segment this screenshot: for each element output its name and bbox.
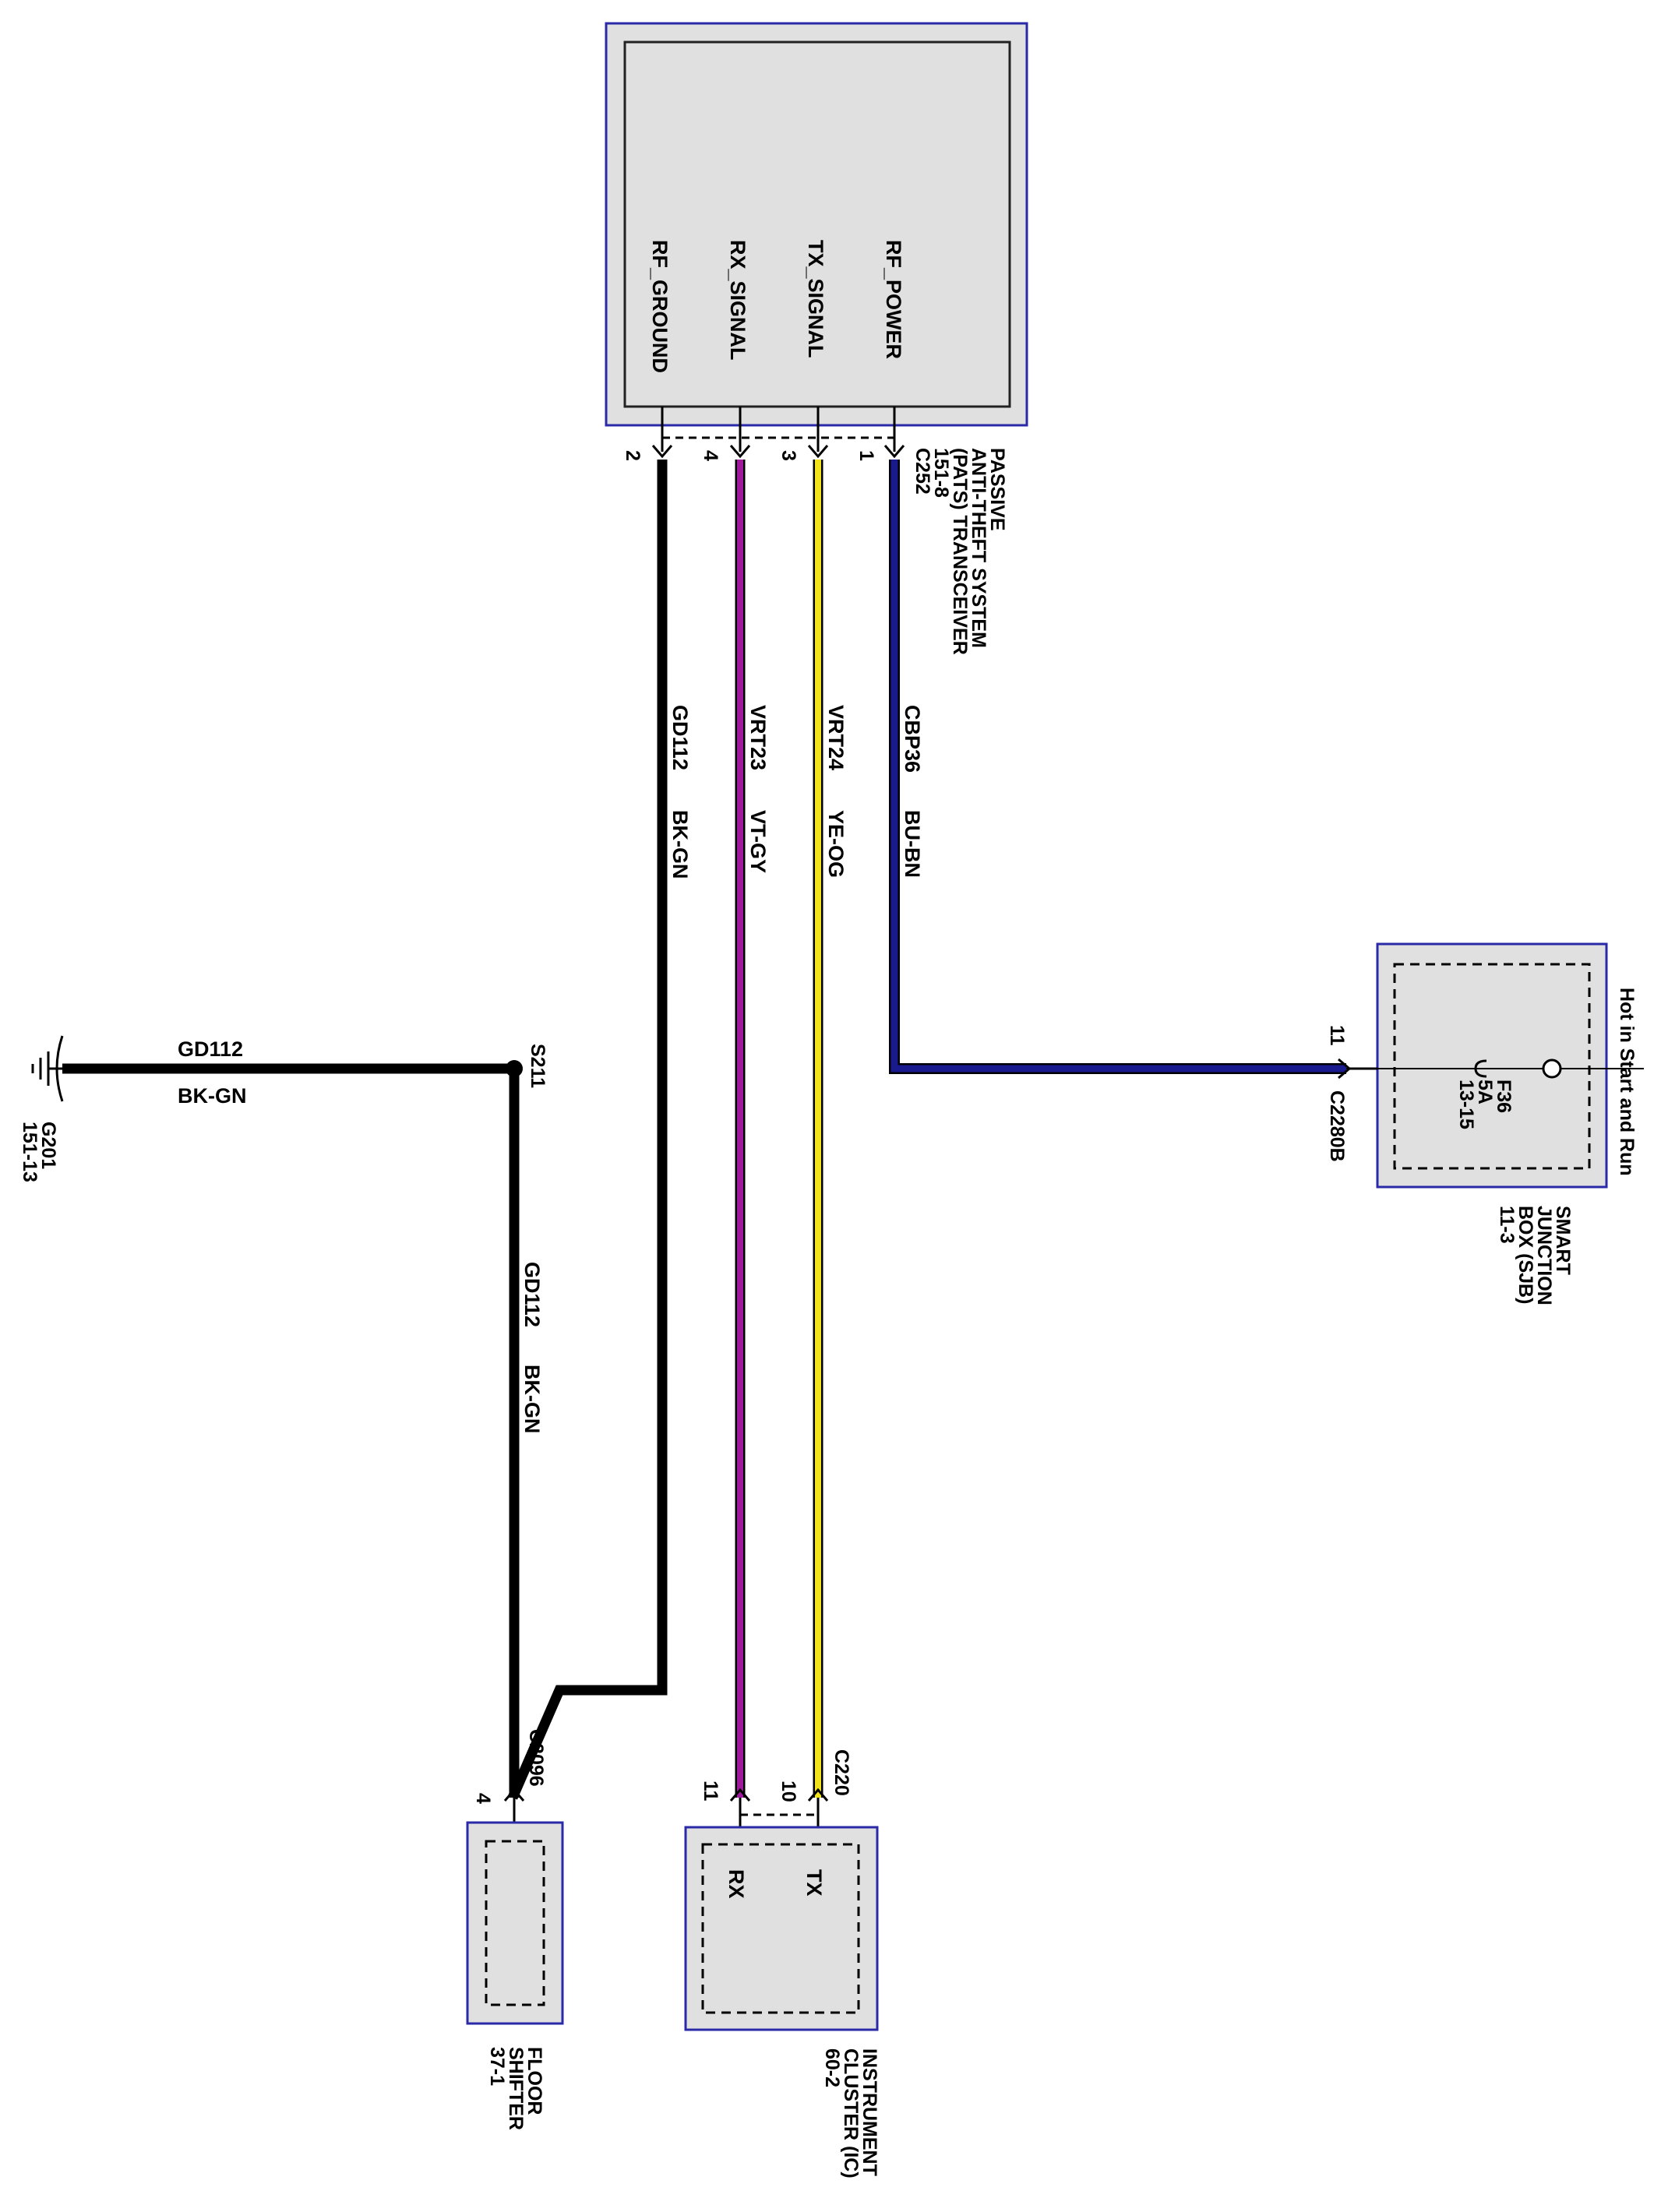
pats-signal-rf-ground: RF_GROUND [648,240,672,373]
svg-text:SMART: SMART [1552,1206,1574,1275]
svg-text:JUNCTION: JUNCTION [1533,1206,1555,1305]
wire-gd112-pats [508,460,668,1800]
ground-wire-color: BK-GN [178,1084,247,1108]
svg-text:FLOOR: FLOOR [524,2047,545,2115]
wire-label-vrt23: VRT23 [746,705,770,770]
wire-label-bk-gn: BK-GN [668,810,692,879]
svg-text:ANTI-THEFT SYSTEM: ANTI-THEFT SYSTEM [968,448,989,648]
cluster-pin-10: 10 [778,1781,799,1802]
sjb-fuse-rating: 5A [1474,1080,1496,1104]
wire-label-vt-gy: VT-GY [746,810,770,873]
pats-pin-3: 3 [778,450,799,461]
sjb-fuse-ref: 13-15 [1455,1080,1477,1129]
floor-shifter-caption: 37-1 SHIFTER FLOOR [486,2047,545,2130]
wire-label-ye-og: YE-OG [824,810,848,878]
cluster-signal-rx: RX [725,1869,748,1899]
splice-wire-color: BK-GN [520,1365,544,1434]
ground-label: G201 [37,1122,59,1169]
ground-wire-circuit: GD112 [178,1037,243,1061]
cluster-caption: 60-2 CLUSTER (IC) INSTRUMENT [821,2048,880,2179]
cluster-connector-label: C220 [830,1749,852,1796]
svg-text:151-8: 151-8 [930,448,952,498]
pats-connector [651,407,905,459]
wire-label-vrt24: VRT24 [824,705,848,770]
sjb-pin: 11 [1326,1025,1348,1046]
pats-signal-rf-power: RF_POWER [882,240,905,359]
pats-signal-tx: TX_SIGNAL [804,240,827,358]
sjb-fuse: F36 [1493,1080,1515,1113]
ground-ref: 151-13 [19,1122,41,1182]
cluster-pin-11: 11 [700,1781,721,1802]
svg-text:37-1: 37-1 [486,2047,508,2086]
svg-text:BOX (SJB): BOX (SJB) [1515,1206,1536,1304]
svg-text:(PATS) TRANSCEIVER: (PATS) TRANSCEIVER [949,448,971,655]
splice-wire-circuit: GD112 [520,1262,544,1327]
floor-shifter-box [466,1821,564,2025]
cluster-signal-tx: TX [802,1869,826,1897]
pats-pin-2: 2 [622,450,644,461]
splice-label: S211 [527,1044,548,1088]
sjb-box [1346,942,1644,1189]
ground-symbol [31,1035,64,1102]
wire-cbp36 [889,460,1346,1074]
pats-caption: C252 151-8 (PATS) TRANSCEIVER ANTI-THEFT… [912,448,1008,655]
wire-label-gd112: GD112 [668,705,692,770]
svg-text:11-3: 11-3 [1496,1206,1518,1244]
svg-text:C252: C252 [912,448,933,495]
svg-text:PASSIVE: PASSIVE [986,448,1008,531]
sjb-connector-label: C2280B [1326,1090,1348,1162]
svg-text:CLUSTER (IC): CLUSTER (IC) [840,2048,862,2179]
floor-shifter-pin: 4 [472,1793,494,1804]
sjb-hot-label: Hot in Start and Run [1616,988,1638,1176]
pats-signal-rx: RX_SIGNAL [726,240,749,361]
wire-label-bu-bn: BU-BN [901,810,924,878]
pats-transceiver: RF_GROUND RX_SIGNAL TX_SIGNAL RF_POWER [605,22,1028,427]
svg-text:INSTRUMENT: INSTRUMENT [859,2048,880,2176]
svg-text:SHIFTER: SHIFTER [505,2047,527,2130]
sjb-caption: 11-3 BOX (SJB) JUNCTION SMART [1496,1206,1574,1305]
svg-text:60-2: 60-2 [821,2048,843,2087]
wire-label-cbp36: CBP36 [901,705,924,773]
sjb-connector [1338,1058,1377,1080]
floor-shifter-connector-label: C2096 [525,1729,547,1787]
pats-pin-1: 1 [855,450,877,461]
pats-pin-4: 4 [700,450,721,461]
cluster-box [684,1826,879,2031]
